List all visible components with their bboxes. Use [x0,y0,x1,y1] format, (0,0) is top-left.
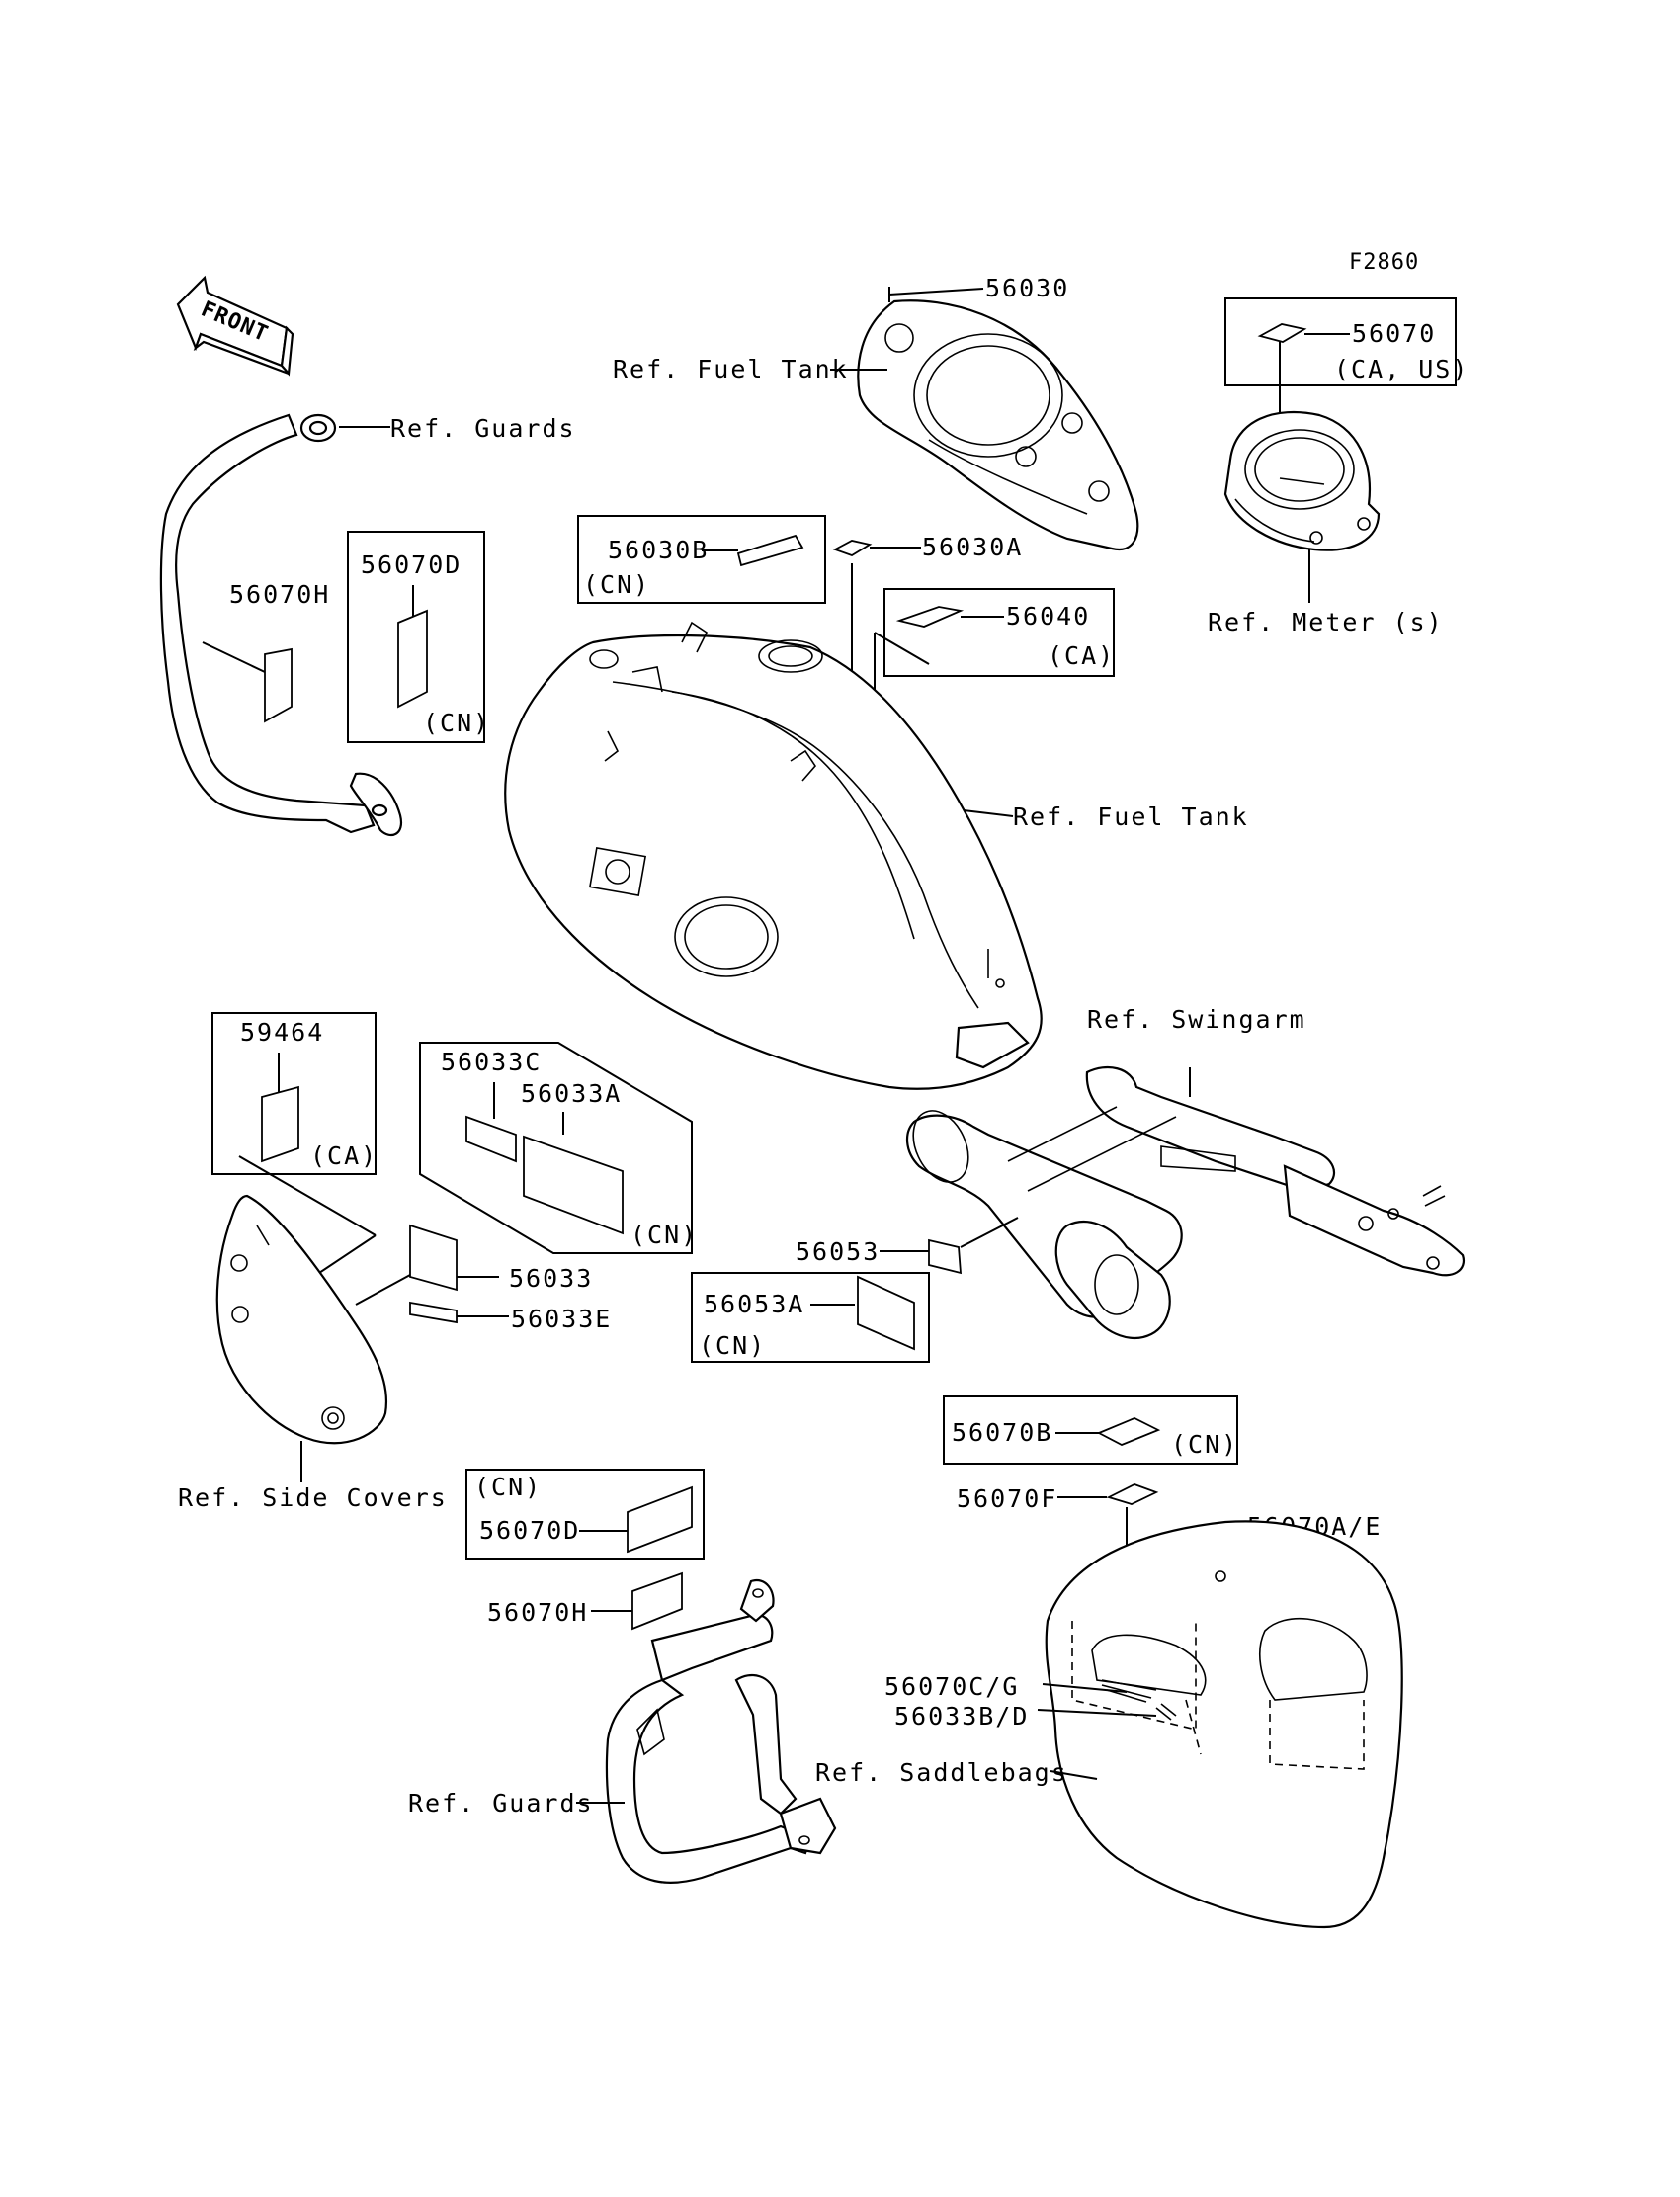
label-cn-56070D-bottom: (CN) [474,1473,542,1501]
side-cover [215,1194,387,1445]
label-56070B: 56070B [952,1418,1052,1447]
box-59464 [211,1012,377,1175]
label-ca-56040: (CA) [1048,641,1115,670]
label-56033E: 56033E [511,1305,612,1333]
label-56033BD: 56033B/D [894,1702,1029,1731]
decal-56033C [465,1115,517,1163]
label-ref-fuel-tank-main: Ref. Fuel Tank [1013,803,1249,831]
label-ref-guards-bottom: Ref. Guards [408,1789,594,1817]
fuel-tank-console [857,299,1139,551]
decal-56070D-bottom [627,1485,693,1554]
decal-56030A [832,540,873,556]
label-59464: 59464 [240,1018,324,1047]
label-ca-59464: (CA) [310,1141,378,1170]
figure-code: F2860 [1349,250,1419,275]
decal-56070F [1106,1483,1159,1505]
box-56070D-top [347,531,485,743]
label-56070: 56070 [1352,319,1436,348]
decal-59464 [261,1085,299,1163]
swingarm [906,1065,1466,1339]
box-56070 [1224,297,1457,386]
decal-56070B [1096,1417,1161,1446]
saddlebag [1045,1520,1403,1929]
label-56030: 56030 [985,274,1069,302]
label-cn-56070D-top: (CN) [423,709,490,737]
label-56053: 56053 [796,1237,880,1266]
label-ref-side-covers: Ref. Side Covers [178,1483,448,1512]
label-ref-swingarm: Ref. Swingarm [1087,1005,1306,1034]
decal-56070H-bottom [631,1571,683,1631]
label-56030A: 56030A [922,533,1023,561]
label-ref-meter: Ref. Meter (s) [1208,608,1444,636]
decal-56053A [857,1275,915,1351]
decal-56040 [895,606,965,628]
label-56070D-bottom: 56070D [479,1516,580,1545]
label-56070D-top: 56070D [361,550,462,579]
label-cn-56070B: (CN) [1171,1430,1238,1459]
box-56040 [883,588,1115,677]
meter-assembly [1223,410,1381,551]
decal-56033E [409,1301,458,1324]
decal-56033 [409,1224,458,1292]
front-arrow-icon [176,275,294,377]
label-56053A: 56053A [704,1290,804,1318]
fuel-tank [504,621,1043,1090]
label-56040: 56040 [1006,602,1090,631]
label-56033C: 56033C [441,1048,542,1076]
box-56033 [419,1042,693,1254]
label-56070H-bottom: 56070H [487,1598,588,1627]
decal-56033A [523,1135,624,1235]
label-56033A: 56033A [521,1079,622,1108]
box-56070B [943,1395,1238,1465]
guard-top-left [159,413,403,837]
decal-56070 [1257,323,1307,343]
label-ref-saddlebags: Ref. Saddlebags [815,1758,1068,1787]
label-56070CG: 56070C/G [884,1672,1019,1701]
decal-56053 [928,1238,962,1275]
box-56030B [577,515,826,604]
box-56070D-bottom [465,1469,705,1560]
box-56053A [691,1272,930,1363]
label-ref-fuel-tank-top: Ref. Fuel Tank [613,355,849,383]
decal-56070H-top [264,647,293,723]
label-56030B: 56030B [608,536,709,564]
label-cn-56053A: (CN) [699,1331,766,1360]
guard-bottom [605,1578,837,1884]
label-cn-56033A: (CN) [630,1221,698,1249]
decal-56070D-top [397,609,428,709]
label-cn-56030B: (CN) [583,570,650,599]
decal-56030B [736,534,804,567]
label-56033: 56033 [509,1264,593,1293]
label-ref-guards-top: Ref. Guards [390,414,576,443]
label-56070H-top: 56070H [229,580,330,609]
label-ca-us: (CA, US) [1334,355,1469,383]
label-56070F: 56070F [957,1484,1057,1513]
